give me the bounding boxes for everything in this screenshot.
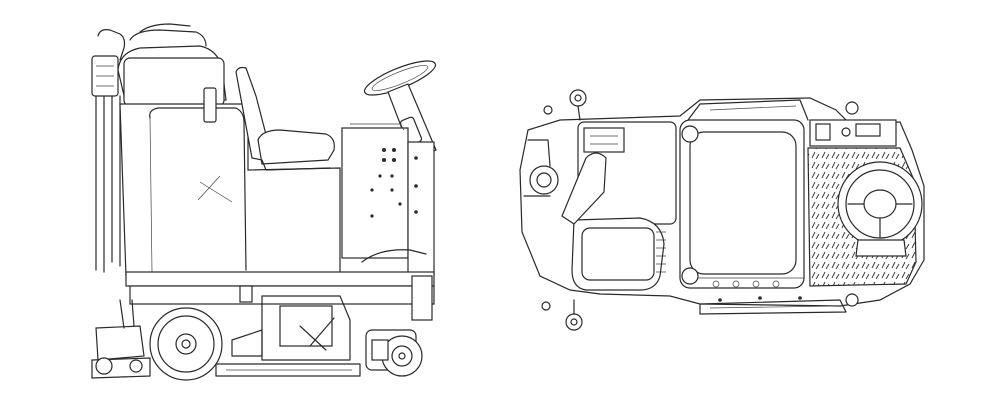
control-panel bbox=[341, 123, 435, 277]
solution-tank bbox=[117, 23, 227, 107]
chassis bbox=[125, 271, 435, 377]
rear-squeegee bbox=[91, 299, 151, 379]
main-body bbox=[119, 87, 341, 277]
dashboard bbox=[809, 119, 897, 147]
recovery-hose bbox=[523, 139, 607, 225]
side-view bbox=[91, 23, 437, 381]
front-wheel bbox=[365, 329, 423, 377]
casters bbox=[541, 89, 859, 331]
steering-assembly bbox=[363, 60, 437, 161]
top-view bbox=[519, 89, 925, 331]
rear-wheel bbox=[149, 307, 223, 381]
recovery-tank bbox=[679, 99, 809, 289]
steering-wheel-top bbox=[837, 161, 923, 257]
squeegee-bar-top bbox=[699, 296, 847, 315]
rear-hose bbox=[91, 29, 126, 273]
tank-section bbox=[571, 121, 677, 291]
operator-seat bbox=[235, 66, 335, 171]
